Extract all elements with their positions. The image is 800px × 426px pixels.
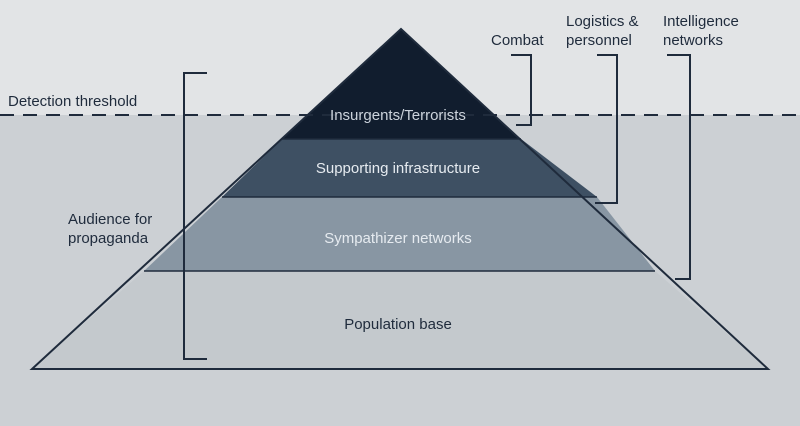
pyramid-outline bbox=[29, 27, 771, 370]
logistics-bracket bbox=[595, 54, 618, 204]
layer-supporting-infrastructure bbox=[222, 139, 597, 197]
layer-label-supporting-infrastructure: Supporting infrastructure bbox=[315, 160, 481, 177]
combat-bracket bbox=[511, 54, 532, 126]
layer-insurgents bbox=[282, 29, 521, 139]
layer-label-sympathizer-networks: Sympathizer networks bbox=[324, 230, 472, 247]
layer-label-population-base: Population base bbox=[344, 316, 452, 333]
layer-population-base bbox=[32, 271, 768, 369]
logistics-label-line2: personnel bbox=[566, 32, 632, 49]
combat-label: Combat bbox=[491, 32, 544, 49]
layer-sympathizer-networks bbox=[144, 197, 655, 271]
audience-bracket bbox=[183, 72, 207, 360]
audience-label-line2: propaganda bbox=[68, 230, 149, 247]
audience-label-line1: Audience for bbox=[68, 211, 153, 228]
detection-threshold-label: Detection threshold bbox=[8, 93, 138, 110]
logistics-label-line1: Logistics & bbox=[566, 13, 639, 30]
intelligence-bracket bbox=[667, 54, 691, 280]
intelligence-label-line1: Intelligence bbox=[663, 13, 739, 30]
layer-label-insurgents: Insurgents/Terrorists bbox=[330, 107, 466, 124]
intelligence-label-line2: networks bbox=[663, 32, 724, 49]
